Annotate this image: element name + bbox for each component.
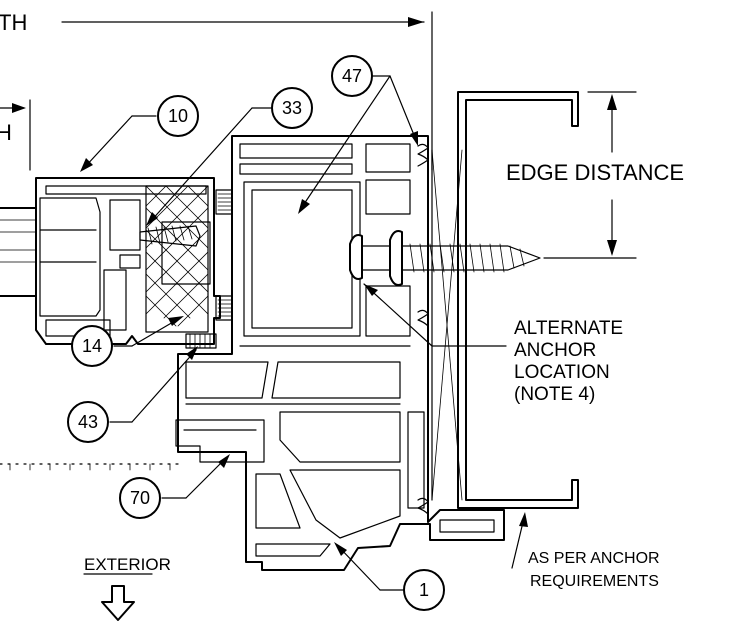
exterior-label: EXTERIOR — [84, 555, 171, 574]
width-dimension-label: TH — [0, 10, 27, 35]
glazing-panel — [0, 207, 41, 297]
svg-text:43: 43 — [78, 412, 98, 432]
thermal-break — [145, 185, 209, 333]
anchor-screw — [349, 230, 541, 286]
callout-47: 47 — [331, 55, 373, 97]
svg-text:10: 10 — [168, 106, 188, 126]
callout-43: 43 — [67, 401, 109, 443]
depth-dimension — [0, 99, 31, 171]
steel-stud — [457, 91, 579, 509]
sash-screw — [139, 225, 201, 247]
callout-10: 10 — [157, 95, 199, 137]
anchor-requirements-leader — [511, 512, 528, 569]
exterior-arrow-icon — [101, 585, 135, 621]
callout-14-leader — [113, 316, 184, 347]
edge-distance-label: EDGE DISTANCE — [506, 160, 684, 185]
callout-43-leader — [109, 346, 198, 423]
width-dimension — [61, 11, 433, 171]
callout-33-leader — [146, 107, 273, 226]
alternate-anchor-line4: (NOTE 4) — [514, 384, 595, 405]
callout-33: 33 — [271, 87, 313, 129]
callout-70: 70 — [119, 477, 161, 519]
callout-47-leader — [298, 75, 418, 214]
svg-text:1: 1 — [419, 580, 429, 600]
setting-block — [185, 333, 217, 349]
main-frame-profile — [175, 135, 505, 571]
callout-14: 14 — [71, 325, 113, 367]
callout-1: 1 — [403, 569, 445, 611]
alternate-anchor-line2: ANCHOR — [514, 340, 596, 361]
alternate-anchor-line3: LOCATION — [514, 362, 610, 383]
anchor-requirements-line1: AS PER ANCHOR — [528, 550, 660, 567]
depth-dimension-arrow — [12, 103, 26, 113]
width-dimension-arrow — [408, 17, 424, 27]
svg-text:33: 33 — [282, 98, 302, 118]
edge-distance-dimension — [543, 91, 637, 259]
callout-70-leader — [161, 454, 230, 499]
callout-10-leader — [80, 115, 157, 172]
svg-text:47: 47 — [342, 66, 362, 86]
svg-text:70: 70 — [130, 488, 150, 508]
callout-1-leader — [334, 542, 405, 591]
anchor-requirements-line2: REQUIREMENTS — [530, 573, 659, 590]
alternate-anchor-leader — [363, 283, 507, 347]
svg-text:14: 14 — [82, 336, 102, 356]
alternate-anchor-line1: ALTERNATE — [514, 318, 623, 339]
depth-dimension-label: H — [0, 120, 12, 145]
sash-profile — [35, 177, 221, 345]
frame-seals — [417, 143, 429, 515]
